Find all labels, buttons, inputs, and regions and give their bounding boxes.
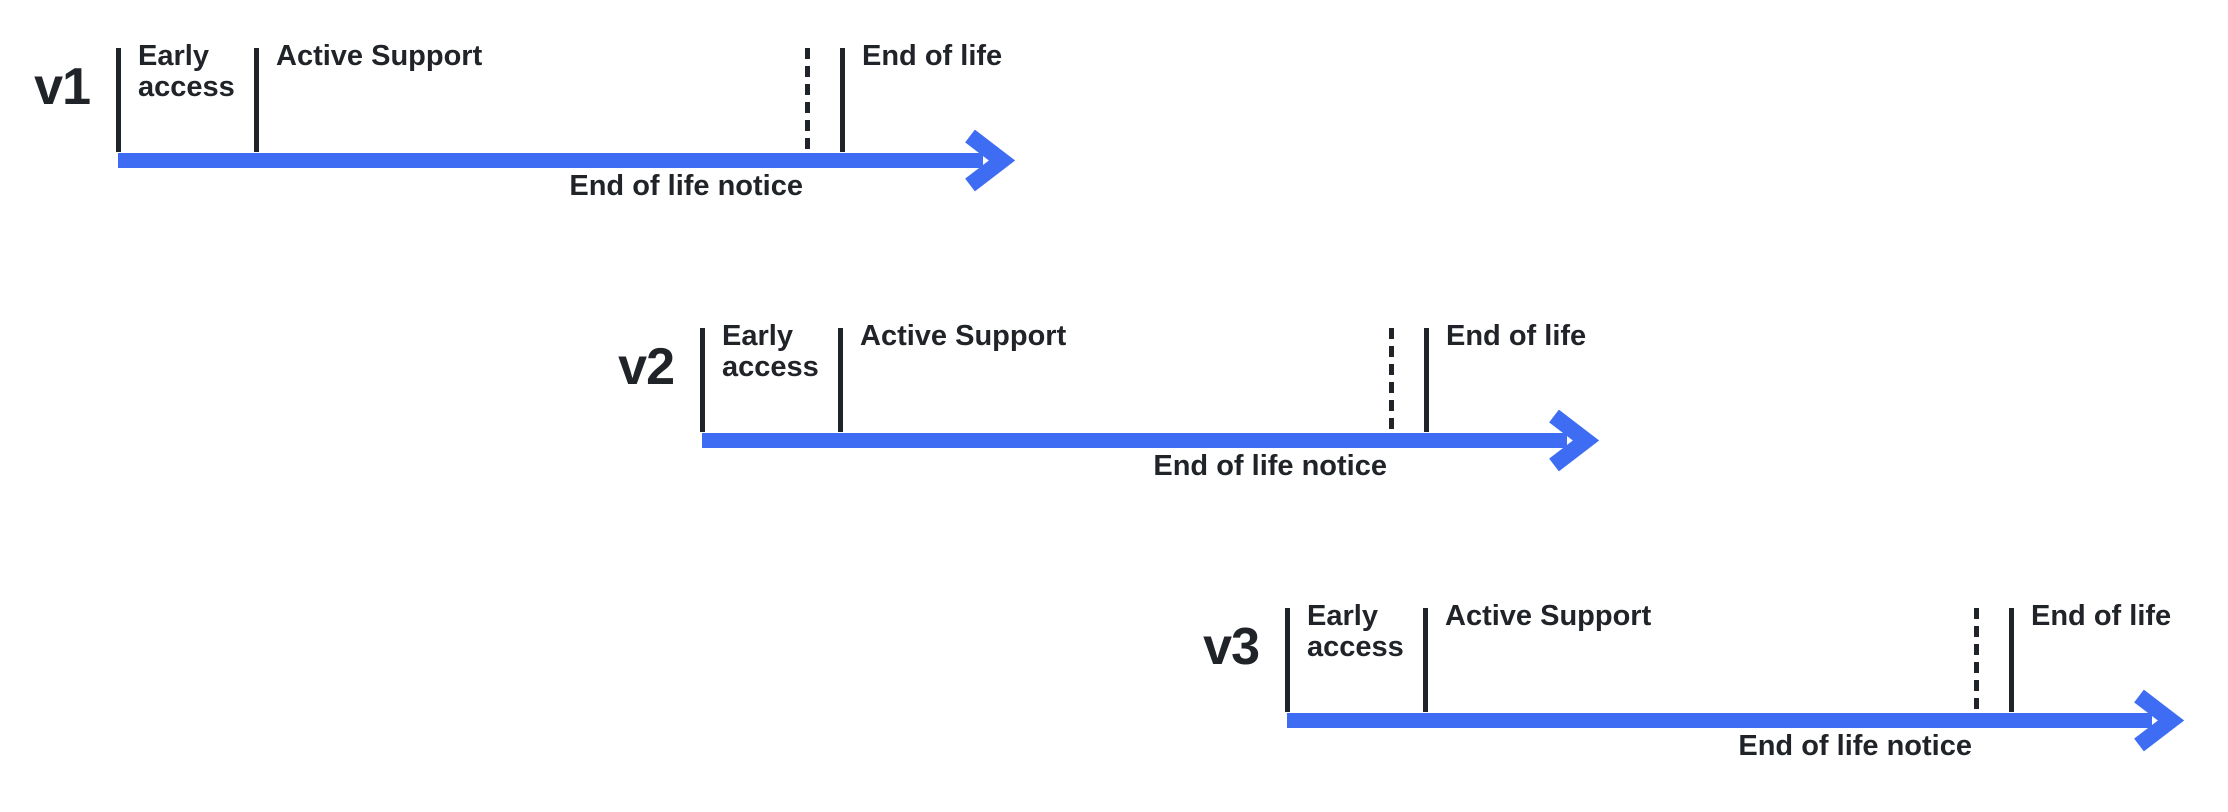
early-access-label: Early access — [1307, 600, 1404, 663]
active-support-label: Active Support — [860, 320, 1067, 352]
end-of-life-notice-label: End of life notice — [569, 170, 803, 202]
early-access-label: Early access — [722, 320, 819, 383]
eol-notice-dashed-tick — [1974, 608, 1979, 712]
early-access-start-tick — [1285, 608, 1290, 712]
end-of-life-notice-label: End of life notice — [1738, 730, 1972, 762]
end-of-life-label: End of life — [1446, 320, 1587, 352]
version-label: v1 — [34, 58, 91, 116]
active-support-start-tick — [254, 48, 259, 152]
timeline-arrow-icon — [1287, 689, 2185, 752]
end-of-life-notice-label: End of life notice — [1153, 450, 1387, 482]
end-of-life-tick — [1424, 328, 1429, 432]
active-support-label: Active Support — [1445, 600, 1652, 632]
timeline-arrow-icon — [118, 129, 1016, 192]
version-label: v2 — [618, 338, 675, 396]
early-access-start-tick — [116, 48, 121, 152]
eol-notice-dashed-tick — [1389, 328, 1394, 432]
end-of-life-label: End of life — [862, 40, 1003, 72]
early-access-label: Early access — [138, 40, 235, 103]
early-access-start-tick — [700, 328, 705, 432]
end-of-life-tick — [840, 48, 845, 152]
active-support-label: Active Support — [276, 40, 483, 72]
active-support-start-tick — [1423, 608, 1428, 712]
timeline-arrow-icon — [702, 409, 1600, 472]
eol-notice-dashed-tick — [805, 48, 810, 152]
end-of-life-tick — [2009, 608, 2014, 712]
end-of-life-label: End of life — [2031, 600, 2172, 632]
active-support-start-tick — [838, 328, 843, 432]
version-label: v3 — [1203, 618, 1260, 676]
